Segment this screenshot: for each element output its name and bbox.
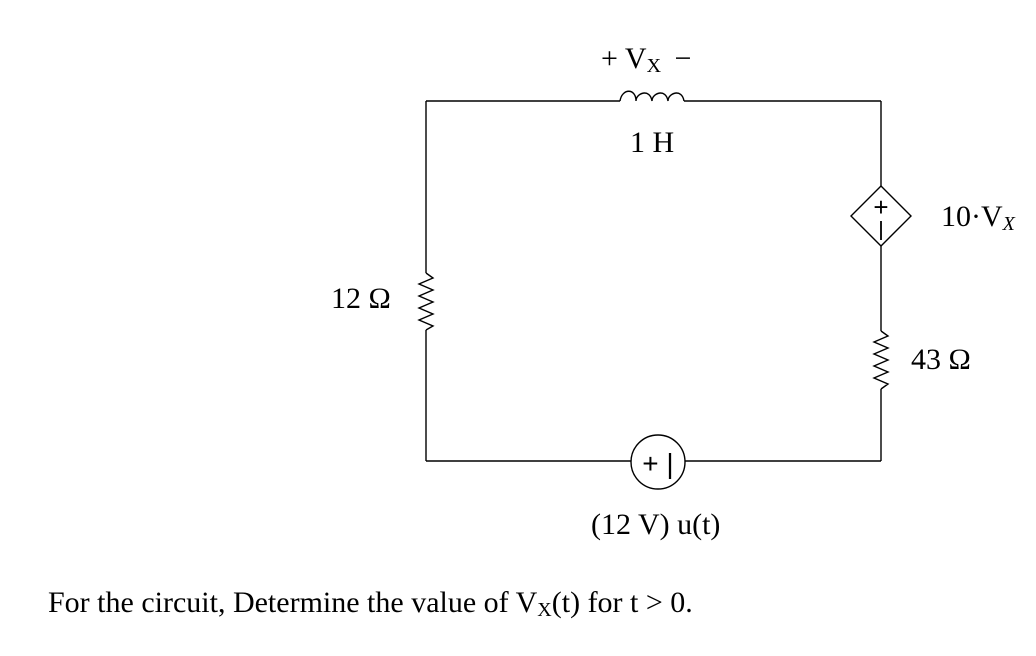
voltage-source-circle (630, 434, 686, 490)
inductor-value-label: 1 H (630, 126, 675, 159)
inductor-voltage-subscript: X (646, 55, 662, 77)
resistor-right-label: 43 Ω (911, 343, 971, 376)
inductor-voltage-label: + VX − (601, 42, 692, 77)
inductor-voltage-symbol: V (624, 42, 647, 75)
question-subscript: X (537, 599, 552, 621)
question-suffix: (t) for t > 0. (551, 586, 693, 619)
inductor-minus: − (674, 42, 692, 75)
question-text: For the circuit, Determine the value of … (48, 586, 693, 622)
dependent-source-label: 10·VX (941, 200, 1015, 235)
inductor-coil (619, 90, 685, 102)
inductor-plus: + (601, 42, 618, 75)
voltage-source-label: (12 V) u(t) (591, 508, 721, 541)
question-prefix: For the circuit, Determine the value of … (48, 586, 538, 619)
dependent-source-subscript: X (1002, 213, 1015, 235)
resistor-right-zigzag (872, 330, 890, 390)
voltage-source-symbol: + | (642, 448, 673, 479)
resistor-left-zigzag (417, 272, 435, 331)
dependent-source-plus: + (873, 192, 888, 222)
resistor-left-label: 12 Ω (331, 282, 391, 315)
dependent-source-gain: 10·V (941, 200, 1003, 233)
